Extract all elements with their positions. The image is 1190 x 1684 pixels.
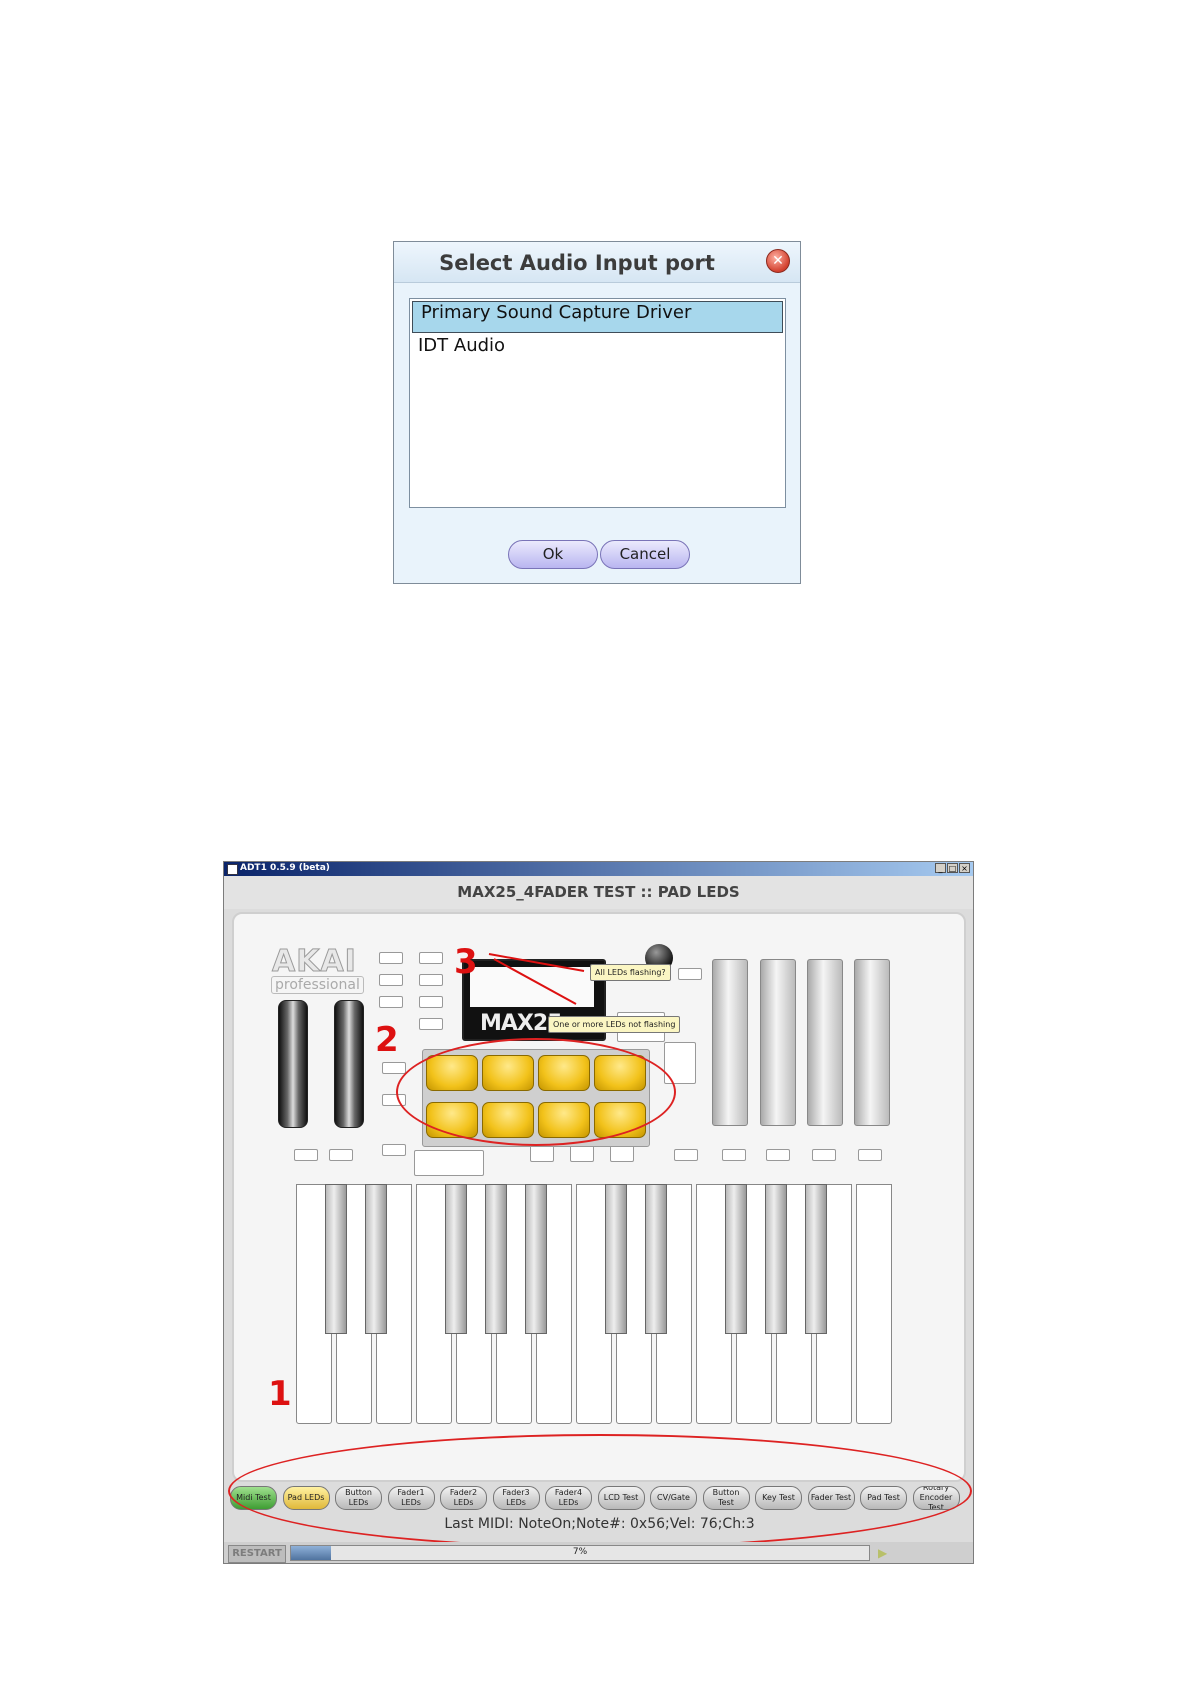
device-button: [766, 1149, 790, 1161]
close-icon[interactable]: ✕: [766, 249, 790, 273]
lcd-display: MAX25: [462, 959, 606, 1041]
annotation-1: 1: [268, 1374, 292, 1414]
close-icon[interactable]: ×: [959, 863, 970, 873]
device-button: [678, 968, 702, 980]
octave-buttons: [414, 1150, 484, 1176]
white-key: [856, 1184, 892, 1424]
window-title: ADT1 0.5.9 (beta): [240, 863, 330, 873]
brand-logo: AKAI: [272, 944, 357, 980]
mod-wheel: [334, 1000, 364, 1128]
annotation-ring-pads: [396, 1038, 676, 1146]
black-key: [765, 1184, 787, 1334]
bottom-bar: RESTART 7% ▶: [224, 1542, 973, 1563]
annotation-2: 2: [375, 1020, 399, 1060]
annotation-3: 3: [454, 942, 478, 982]
test-header: MAX25_4FADER TEST :: PAD LEDS: [224, 876, 973, 909]
black-key: [725, 1184, 747, 1334]
device-button: [382, 1144, 406, 1156]
device-button: [379, 996, 403, 1008]
window-titlebar: ADT1 0.5.9 (beta) _ □ ×: [224, 862, 973, 876]
device-button: [419, 974, 443, 986]
cancel-button[interactable]: Cancel: [600, 540, 690, 569]
tooltip-all-leds[interactable]: All LEDs flashing?: [590, 964, 671, 981]
dialog-titlebar: Select Audio Input port ✕: [394, 242, 800, 283]
black-key: [805, 1184, 827, 1334]
black-key: [325, 1184, 347, 1334]
device-button: [419, 1018, 443, 1030]
black-key: [485, 1184, 507, 1334]
last-midi-status: Last MIDI: NoteOn;Note#: 0x56;Vel: 76;Ch…: [444, 1516, 755, 1532]
next-arrow-icon[interactable]: ▶: [878, 1546, 888, 1560]
progress-fill: [291, 1546, 332, 1560]
black-key: [605, 1184, 627, 1334]
black-key: [645, 1184, 667, 1334]
device-button: [722, 1149, 746, 1161]
lcd-screen: [470, 967, 594, 1007]
app-icon: [227, 864, 238, 875]
device-button: [379, 974, 403, 986]
black-key: [365, 1184, 387, 1334]
app-window: ADT1 0.5.9 (beta) _ □ × MAX25_4FADER TES…: [223, 861, 974, 1564]
keybed: [292, 1184, 908, 1439]
fader-2: [760, 959, 796, 1126]
fader-1: [712, 959, 748, 1126]
audio-input-option[interactable]: Primary Sound Capture Driver: [412, 301, 783, 333]
audio-input-list[interactable]: Primary Sound Capture Driver IDT Audio: [409, 298, 786, 508]
restart-button[interactable]: RESTART: [228, 1545, 286, 1563]
tooltip-some-leds[interactable]: One or more LEDs not flashing: [548, 1016, 681, 1033]
audio-input-option[interactable]: IDT Audio: [418, 335, 506, 356]
ok-button[interactable]: Ok: [508, 540, 598, 569]
device-button: [294, 1149, 318, 1161]
fader-3: [807, 959, 843, 1126]
progress-text: 7%: [572, 1547, 588, 1557]
device-button: [419, 952, 443, 964]
device-button: [419, 996, 443, 1008]
device-button: [812, 1149, 836, 1161]
brand-sub: professional: [271, 976, 364, 994]
maximize-icon[interactable]: □: [947, 863, 958, 873]
minimize-icon[interactable]: _: [935, 863, 946, 873]
dialog-title: Select Audio Input port: [439, 251, 715, 275]
device-button: [674, 1149, 698, 1161]
device-button: [379, 952, 403, 964]
black-key: [525, 1184, 547, 1334]
keyboard-device: AKAI professional MAX25: [232, 912, 966, 1482]
device-button: [382, 1062, 406, 1074]
progress-bar: 7%: [290, 1545, 870, 1561]
device-button: [858, 1149, 882, 1161]
annotation-lines: [488, 953, 585, 1005]
select-audio-input-dialog: Select Audio Input port ✕ Primary Sound …: [393, 241, 801, 584]
device-button: [329, 1149, 353, 1161]
fader-4: [854, 959, 890, 1126]
black-key: [445, 1184, 467, 1334]
pitch-wheel: [278, 1000, 308, 1128]
